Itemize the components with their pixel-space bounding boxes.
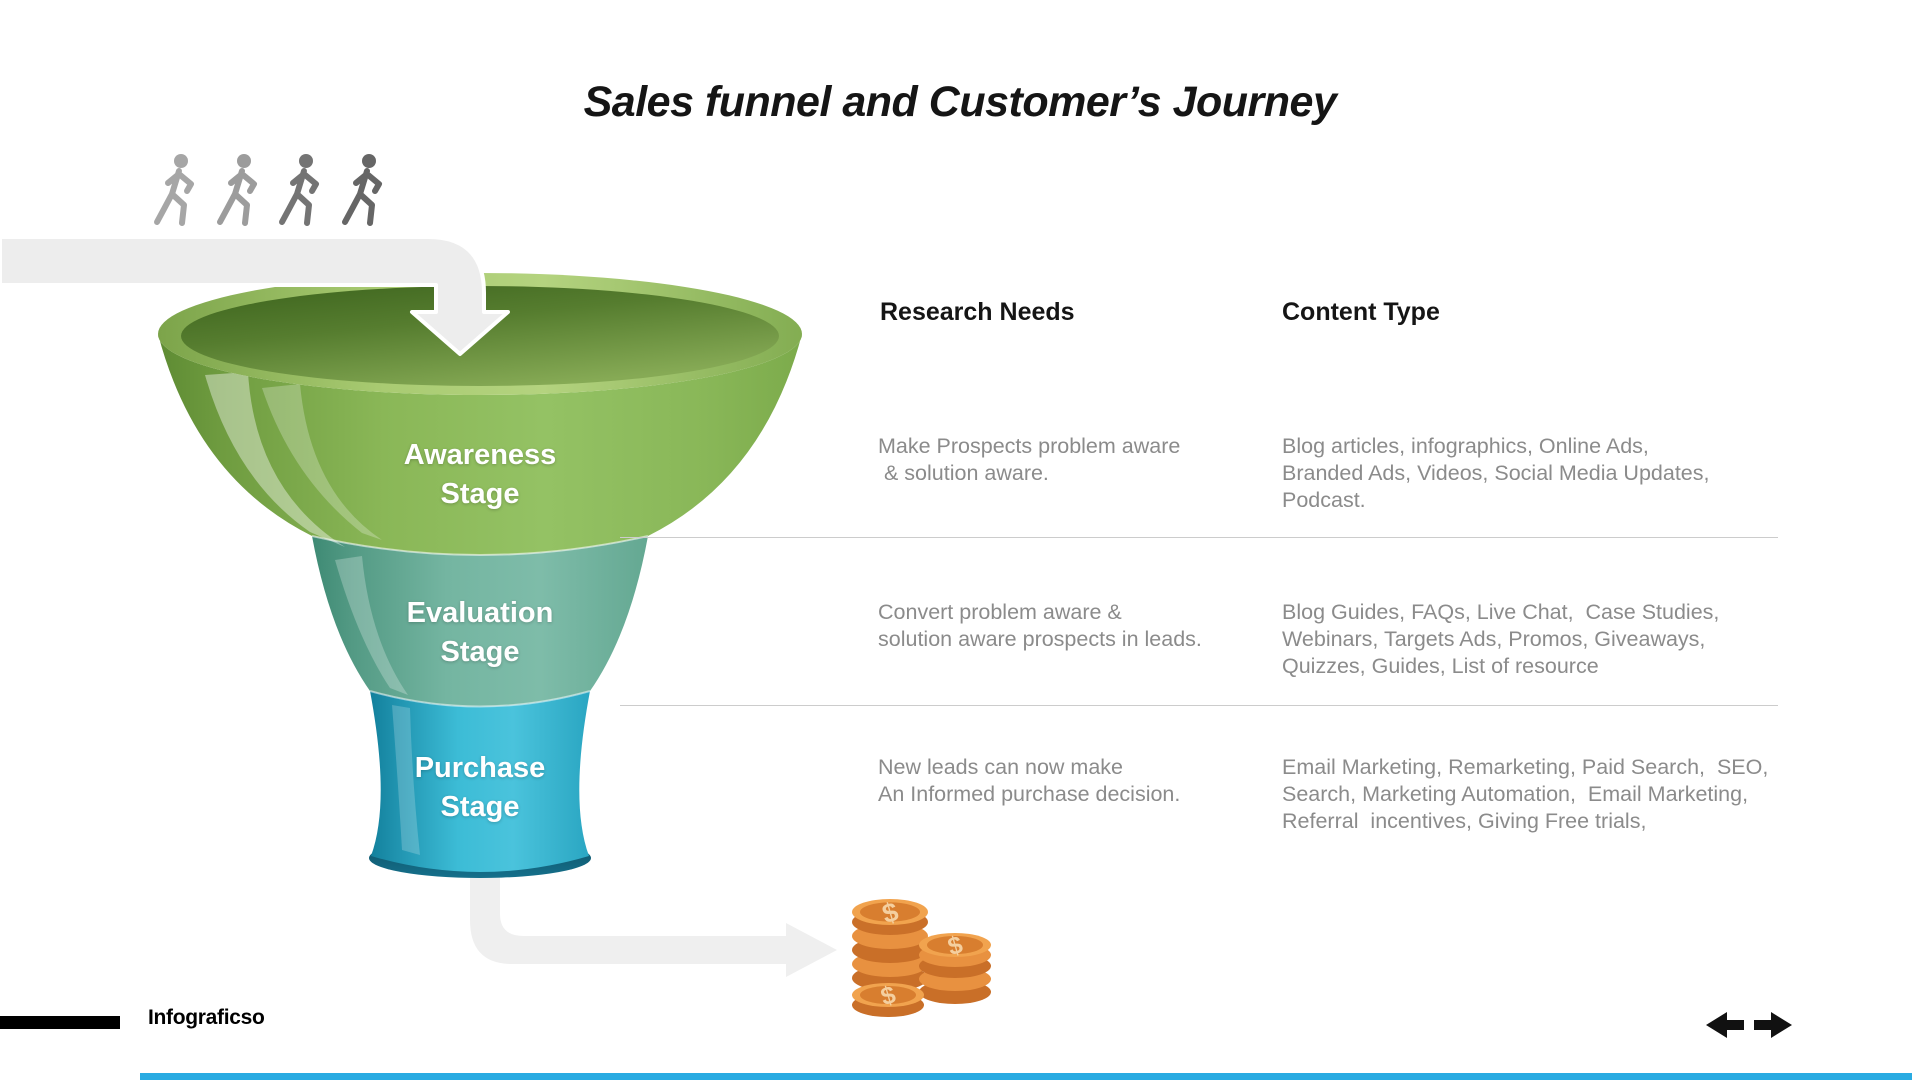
research-needs-awareness: Make Prospects problem aware & solution …	[878, 434, 1181, 485]
arrow-left-icon[interactable]	[1706, 1012, 1744, 1038]
funnel-stage-awareness	[158, 334, 802, 555]
funnel-highlight	[205, 372, 345, 547]
content-type-evaluation: Blog Guides, FAQs, Live Chat, Case Studi…	[1282, 600, 1720, 678]
page-title: Sales funnel and Customer’s Journey	[583, 78, 1337, 126]
coin-stack-icon: $ $ $	[852, 896, 991, 1017]
research-needs-purchase: New leads can now make An Informed purch…	[878, 755, 1181, 806]
funnel-band-edge	[311, 535, 649, 556]
walking-people-group	[154, 154, 382, 226]
walking-person-icon	[279, 154, 319, 226]
funnel-label-awareness: Awareness Stage	[403, 439, 557, 510]
column-header-research-needs: Research Needs	[880, 298, 1075, 326]
brand-name: Infograficso	[148, 1006, 265, 1029]
walking-person-icon	[342, 154, 382, 226]
column-header-content-type: Content Type	[1282, 298, 1440, 326]
content-type-purchase: Email Marketing, Remarketing, Paid Searc…	[1282, 755, 1769, 833]
funnel-stage-purchase	[370, 691, 590, 872]
walking-person-icon	[154, 154, 194, 226]
inflow-arrow	[0, 235, 510, 356]
walking-person-icon	[217, 154, 257, 226]
outflow-arrow	[470, 850, 837, 977]
funnel-band-edge	[369, 690, 591, 708]
research-needs-evaluation: Convert problem aware & solution aware p…	[878, 600, 1202, 651]
brand-bar	[0, 1016, 120, 1029]
funnel-label-evaluation: Evaluation Stage	[406, 597, 554, 668]
bottom-accent-bar	[140, 1073, 1912, 1080]
funnel-highlight	[262, 384, 382, 540]
content-type-awareness: Blog articles, infographics, Online Ads,…	[1282, 434, 1710, 512]
row-divider	[620, 705, 1778, 706]
funnel-highlight	[335, 556, 408, 695]
funnel-label-purchase: Purchase Stage	[414, 752, 546, 823]
funnel-highlight	[392, 705, 420, 855]
funnel-stage-evaluation	[312, 536, 648, 707]
slide-nav	[1706, 1012, 1792, 1038]
arrow-right-icon[interactable]	[1754, 1012, 1792, 1038]
row-divider	[620, 537, 1778, 538]
